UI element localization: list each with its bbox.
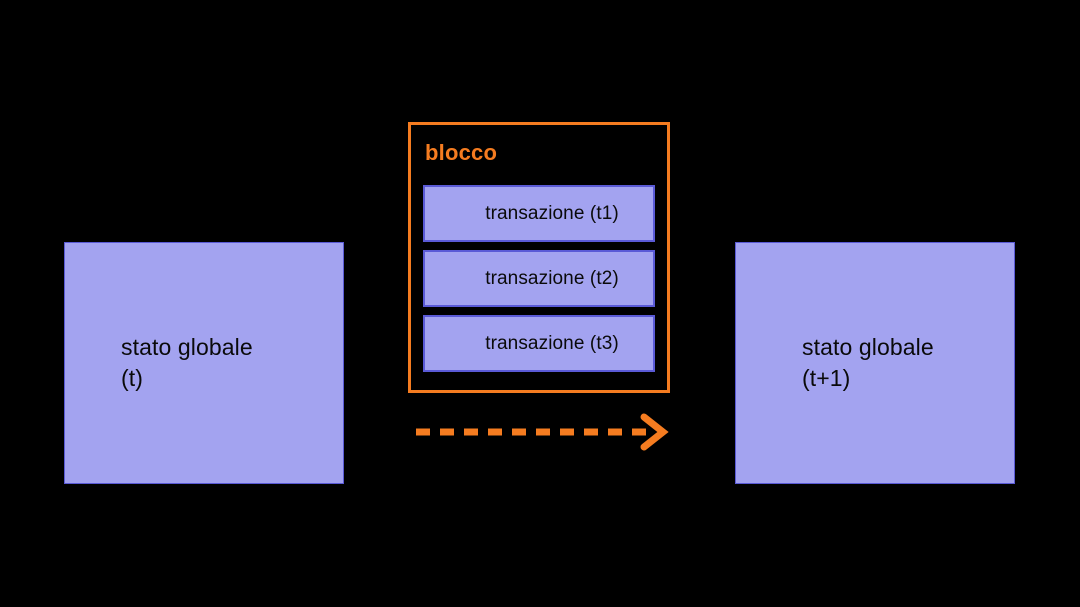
transaction-box-t1: transazione (t1) bbox=[423, 185, 655, 242]
transaction-box-t2: transazione (t2) bbox=[423, 250, 655, 307]
transaction-label-t2: transazione (t2) bbox=[485, 267, 619, 289]
block-title-label: blocco bbox=[425, 140, 498, 165]
state-box-label-t-plus-1: stato globale (t+1) bbox=[802, 333, 934, 391]
dashed-arrow-right-icon bbox=[416, 413, 669, 451]
transition-arrow bbox=[412, 404, 674, 460]
transaction-list: transazione (t1) transazione (t2) transa… bbox=[423, 185, 655, 372]
transaction-box-t3: transazione (t3) bbox=[423, 315, 655, 372]
block-container: blocco transazione (t1) transazione (t2)… bbox=[408, 122, 670, 393]
state-box-global-state-t-plus-1: stato globale (t+1) bbox=[735, 242, 1015, 484]
transaction-label-t3: transazione (t3) bbox=[485, 332, 619, 354]
state-box-global-state-t: stato globale (t) bbox=[64, 242, 344, 484]
transaction-label-t1: transazione (t1) bbox=[485, 202, 619, 224]
state-box-label-t: stato globale (t) bbox=[121, 333, 253, 391]
